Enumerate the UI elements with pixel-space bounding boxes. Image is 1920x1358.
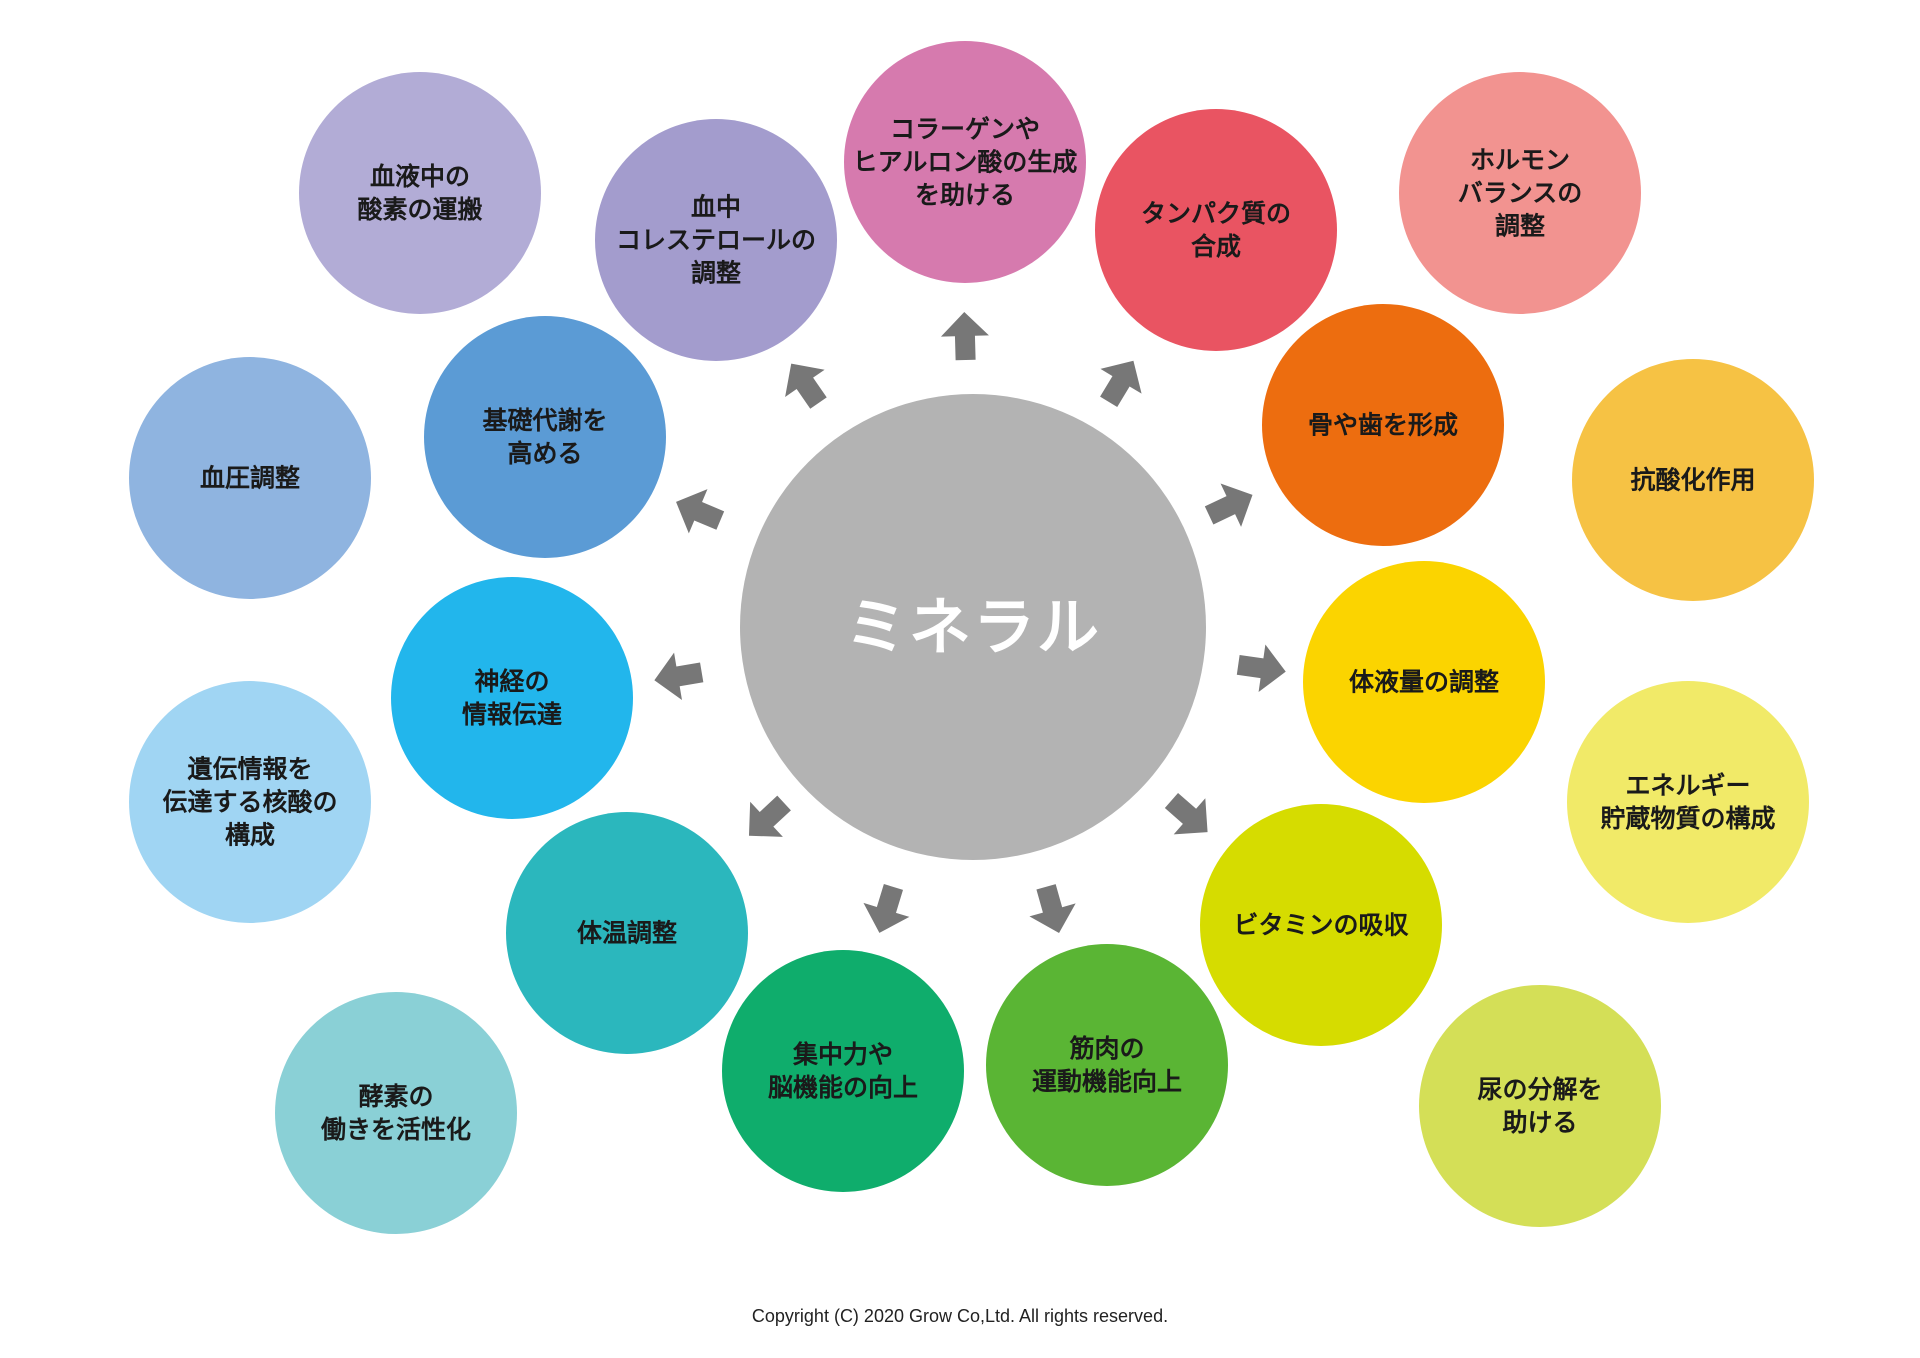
node-bones-teeth: 骨や歯を形成: [1262, 304, 1504, 546]
node-vitamin-absorption: ビタミンの吸収: [1200, 804, 1442, 1046]
node-circle: [1200, 804, 1442, 1046]
node-label-line: 抗酸化作用: [1630, 466, 1755, 495]
node-label-line: ヒアルロン酸の生成: [853, 148, 1078, 177]
node-label-line: 貯蔵物質の構成: [1600, 804, 1775, 833]
node-label-line: 調整: [1495, 212, 1545, 241]
node-label-line: 構成: [225, 821, 275, 850]
node-label-line: 情報伝達: [462, 700, 562, 729]
node-label-line: 血中: [691, 193, 741, 222]
node-body-temperature: 体温調整: [506, 812, 748, 1054]
node-circle: [1419, 985, 1661, 1227]
arrow-icon: [785, 363, 827, 409]
node-circle: [1095, 109, 1337, 351]
node-circle: [986, 944, 1228, 1186]
node-label-line: 高める: [507, 439, 582, 468]
node-label-line: ビタミンの吸収: [1233, 911, 1409, 940]
node-circle: [275, 992, 517, 1234]
arrow-icon: [1204, 483, 1253, 527]
node-circle: [722, 950, 964, 1192]
node-antioxidant: 抗酸化作用: [1572, 359, 1814, 601]
node-label-line: バランスの: [1458, 179, 1583, 208]
node-circle: [424, 316, 666, 558]
node-label-line: 体温調整: [577, 919, 677, 948]
node-label-line: 血液中の: [370, 162, 470, 191]
arrow-icon: [940, 312, 989, 361]
node-circle: [1572, 359, 1814, 601]
node-label-line: ホルモン: [1470, 146, 1570, 175]
node-circle: [129, 357, 371, 599]
node-circle: [1303, 561, 1545, 803]
node-label-line: 遺伝情報を: [187, 755, 312, 784]
node-label-line: タンパク質の: [1141, 199, 1291, 228]
node-label-line: コレステロールの: [616, 226, 816, 255]
node-circle: [129, 681, 371, 923]
arrow-icon: [1164, 792, 1208, 835]
center-node: ミネラル: [740, 394, 1206, 860]
node-label-line: 脳機能の向上: [768, 1073, 918, 1102]
node-label-line: 合成: [1191, 232, 1241, 261]
node-label-line: 助ける: [1502, 1108, 1577, 1137]
node-label-line: 働きを活性化: [320, 1115, 471, 1144]
node-label-line: 神経の: [474, 667, 549, 696]
node-label-line: 血圧調整: [200, 464, 300, 493]
center-circle: [740, 394, 1206, 860]
node-label-line: 骨や歯を形成: [1308, 411, 1458, 440]
arrow-icon: [1029, 884, 1076, 934]
arrow-icon: [654, 652, 704, 701]
node-label-line: 運動機能向上: [1032, 1067, 1182, 1096]
arrow-icon: [863, 884, 910, 933]
node-label-line: エネルギー: [1625, 771, 1750, 800]
node-circle: [1399, 72, 1641, 314]
node-label-line: 体液量の調整: [1349, 668, 1499, 697]
arrow-icon: [1236, 644, 1286, 693]
node-label-line: コラーゲンや: [890, 115, 1040, 144]
node-body-fluid: 体液量の調整: [1303, 561, 1545, 803]
node-circle: [299, 72, 541, 314]
arrow-icon: [676, 489, 725, 534]
arrow-group: [654, 312, 1286, 934]
node-label-line: 基礎代謝を: [482, 406, 607, 435]
node-label-line: 筋肉の: [1069, 1034, 1144, 1063]
node-circle: [1262, 304, 1504, 546]
arrow-icon: [748, 795, 791, 837]
node-circle: [391, 577, 633, 819]
node-blood-pressure: 血圧調整: [129, 357, 371, 599]
node-group: 血液中の酸素の運搬血中コレステロールの調整コラーゲンやヒアルロン酸の生成を助ける…: [129, 41, 1814, 1234]
node-label-line: 酵素の: [358, 1082, 433, 1111]
copyright-notice: Copyright (C) 2020 Grow Co,Ltd. All righ…: [751, 1306, 1169, 1326]
node-circle: [506, 812, 748, 1054]
node-label-line: 酸素の運搬: [357, 195, 482, 224]
node-circle: [844, 41, 1086, 283]
center-label: ミネラル: [845, 591, 1101, 664]
node-circle: [595, 119, 837, 361]
arrow-icon: [1100, 360, 1142, 408]
node-label-line: 集中力や: [792, 1040, 893, 1069]
node-label-line: 伝達する核酸の: [162, 788, 337, 817]
node-circle: [1567, 681, 1809, 923]
node-label-line: 調整: [691, 259, 741, 288]
node-label-line: 尿の分解を: [1477, 1075, 1602, 1104]
node-label-line: を助ける: [915, 181, 1015, 210]
